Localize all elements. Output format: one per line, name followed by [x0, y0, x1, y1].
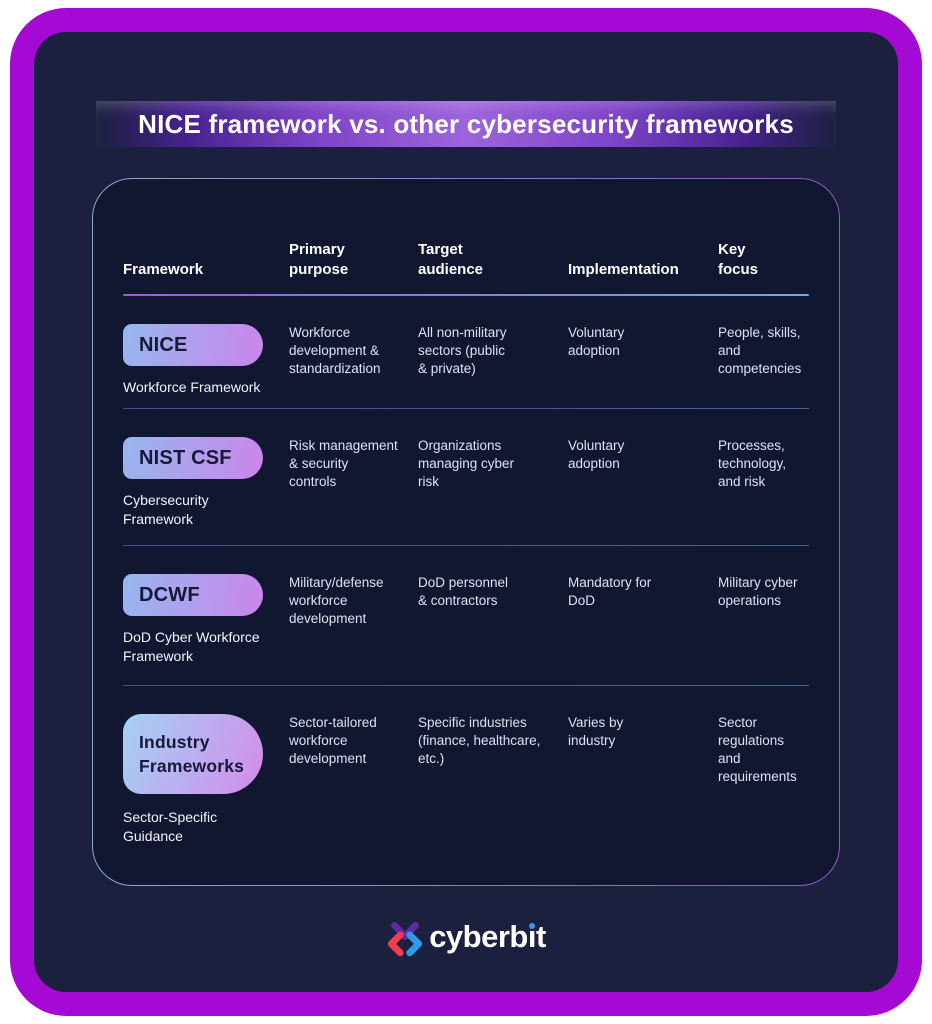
wordmark-part2: t — [535, 919, 546, 955]
comparison-card: Framework Primary purpose Target audienc… — [93, 179, 839, 885]
cell-target-audience: All non-military sectors (public & priva… — [418, 325, 507, 377]
table-row-nice: NICE Workforce Framework Workforce devel… — [123, 296, 809, 408]
cell-implementation: Voluntary adoption — [568, 325, 625, 359]
column-header-implementation: Implementation — [568, 260, 679, 278]
cell-implementation: Voluntary adoption — [568, 438, 625, 472]
framework-sublabel: Sector-Specific Guidance — [123, 809, 218, 844]
wordmark-part1: cyberb — [429, 919, 528, 955]
cyberbit-x-icon — [388, 922, 423, 957]
column-header-framework: Framework — [123, 260, 204, 278]
cell-primary-purpose: Workforce development & standardization — [289, 325, 381, 377]
cell-implementation: Varies by industry — [568, 715, 624, 749]
header-divider — [123, 294, 809, 296]
cell-target-audience: Organizations managing cyber risk — [418, 438, 515, 490]
wordmark-i-with-blue-dot: ı — [527, 919, 537, 955]
framework-sublabel: DoD Cyber Workforce Framework — [123, 629, 260, 664]
framework-cell: Industry Frameworks Sector-Specific Guid… — [123, 714, 289, 846]
row-divider — [123, 545, 809, 546]
row-divider — [123, 408, 809, 409]
cell-key-focus: Processes, technology, and risk — [718, 438, 787, 490]
column-header-primary-purpose: Primary purpose — [289, 240, 349, 278]
table-row-nist-csf: NIST CSF Cybersecurity Framework Risk ma… — [123, 409, 809, 545]
framework-badge-nice: NICE — [123, 324, 263, 366]
column-header-target-audience: Target audience — [418, 240, 484, 278]
comparison-card-border: Framework Primary purpose Target audienc… — [92, 178, 840, 886]
cell-key-focus: People, skills, and competencies — [718, 325, 802, 377]
title-banner: NICE framework vs. other cybersecurity f… — [96, 101, 836, 147]
cell-key-focus: Sector regulations and requirements — [718, 715, 797, 785]
framework-badge-industry-frameworks: Industry Frameworks — [123, 714, 263, 794]
framework-cell: NICE Workforce Framework — [123, 324, 289, 397]
page-title: NICE framework vs. other cybersecurity f… — [138, 108, 794, 139]
framework-sublabel: Workforce Framework — [123, 379, 261, 395]
table-row-dcwf: DCWF DoD Cyber Workforce Framework Milit… — [123, 546, 809, 685]
table-header-row: Framework Primary purpose Target audienc… — [123, 179, 809, 294]
framework-cell: DCWF DoD Cyber Workforce Framework — [123, 574, 289, 666]
framework-cell: NIST CSF Cybersecurity Framework — [123, 437, 289, 529]
cell-implementation: Mandatory for DoD — [568, 575, 652, 609]
cell-target-audience: Specific industries (finance, healthcare… — [418, 715, 541, 767]
row-divider — [123, 685, 809, 686]
cell-primary-purpose: Sector-tailored workforce development — [289, 715, 377, 767]
framework-sublabel: Cybersecurity Framework — [123, 492, 209, 527]
navy-panel: NICE framework vs. other cybersecurity f… — [34, 32, 898, 992]
table-row-industry-frameworks: Industry Frameworks Sector-Specific Guid… — [123, 686, 809, 885]
cell-target-audience: DoD personnel & contractors — [418, 575, 509, 609]
framework-badge-dcwf: DCWF — [123, 574, 263, 616]
framework-badge-nist-csf: NIST CSF — [123, 437, 263, 479]
magenta-frame: NICE framework vs. other cybersecurity f… — [10, 8, 922, 1016]
column-header-key-focus: Key focus — [718, 240, 759, 278]
cell-primary-purpose: Risk management & security controls — [289, 438, 398, 490]
cell-key-focus: Military cyber operations — [718, 575, 798, 609]
cell-primary-purpose: Military/defense workforce development — [289, 575, 384, 627]
